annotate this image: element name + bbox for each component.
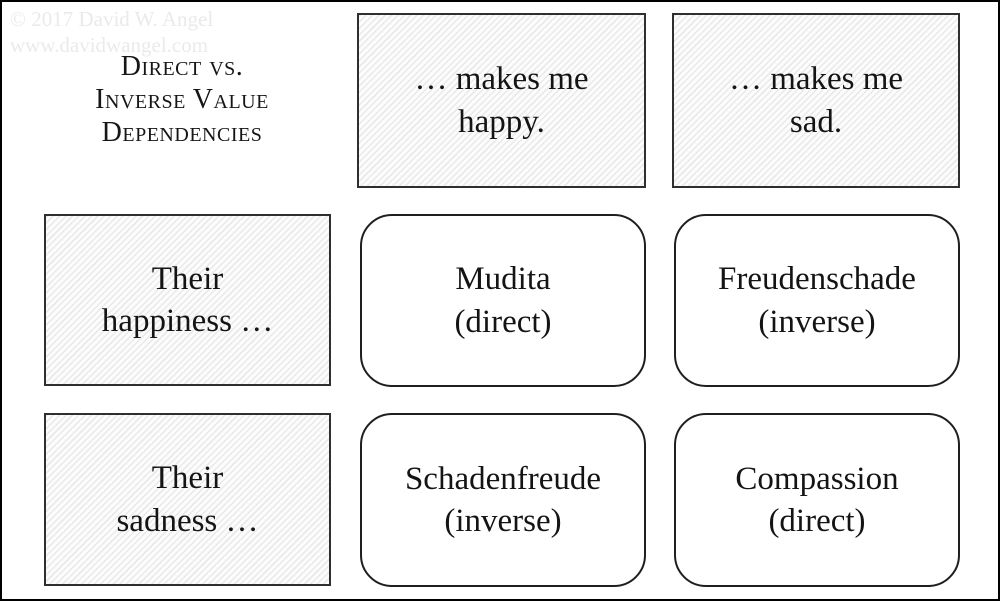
row-header-text: Their xyxy=(151,260,224,297)
row-header-their-sadness: Their sadness … xyxy=(44,413,331,586)
matrix-cell-mudita: Mudita (direct) xyxy=(360,214,646,387)
cell-term: Schadenfreude xyxy=(404,460,602,497)
column-header-makes-me-sad: … makes me sad. xyxy=(672,13,960,188)
matrix-cell-schadenfreude: Schadenfreude (inverse) xyxy=(360,413,646,587)
diagram-title: Direct vs. Inverse Value Dependencies xyxy=(32,50,332,149)
cell-dependency-type: (inverse) xyxy=(758,303,876,340)
row-header-their-happiness: Their happiness … xyxy=(44,214,331,386)
column-header-text: sad. xyxy=(789,103,843,140)
cell-dependency-type: (direct) xyxy=(454,303,552,340)
title-line-1: Direct vs. xyxy=(120,51,244,82)
watermark-line-1: © 2017 David W. Angel xyxy=(10,7,214,31)
cell-term: Mudita xyxy=(455,261,551,298)
column-header-text: happy. xyxy=(458,103,545,140)
column-header-makes-me-happy: … makes me happy. xyxy=(357,13,646,188)
title-line-3: Dependencies xyxy=(101,117,263,149)
watermark-line-2: www.davidwangel.com xyxy=(10,33,209,58)
column-header-text: … makes me xyxy=(414,61,589,98)
column-header-text: … makes me xyxy=(728,61,904,98)
cell-dependency-type: (inverse) xyxy=(444,503,562,539)
copyright-watermark: © 2017 David W. Angel www.davidwangel.co… xyxy=(10,6,213,59)
cell-term: Freudenschade xyxy=(718,261,916,298)
title-line-2: Inverse Value xyxy=(95,84,269,116)
matrix-cell-freudenschade: Freudenschade (inverse) xyxy=(674,214,960,387)
matrix-cell-compassion: Compassion (direct) xyxy=(674,413,960,587)
row-header-text: sadness … xyxy=(116,502,259,539)
row-header-text: Their xyxy=(151,460,224,497)
row-header-text: happiness … xyxy=(101,303,274,339)
cell-dependency-type: (direct) xyxy=(768,503,866,539)
cell-term: Compassion xyxy=(735,460,899,497)
